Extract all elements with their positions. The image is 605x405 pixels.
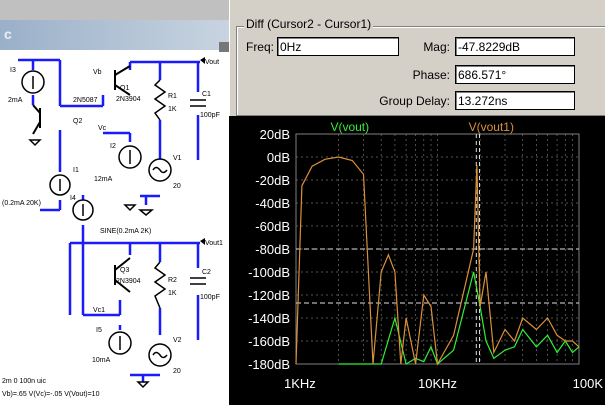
group-delay-label: Group Delay: — [379, 94, 450, 108]
label-sine: SINE(0.2mA 2K) — [100, 228, 151, 235]
label-vc: Vc — [98, 125, 107, 132]
label-q2-model: 2N5087 — [73, 97, 98, 104]
y-tick-label: -80dB — [255, 242, 290, 257]
wires — [18, 58, 200, 382]
series-line-vout1 — [295, 156, 580, 366]
y-tick-label: -160dB — [248, 334, 290, 349]
label-v2-value: 20 — [173, 368, 181, 375]
freq-field[interactable]: 0Hz — [277, 37, 399, 56]
y-tick-label: -40dB — [255, 196, 290, 211]
label-vc1: Vc1 — [93, 307, 105, 314]
label-c1-value: 100pF — [200, 112, 220, 119]
mag-field[interactable]: -47.8229dB — [455, 37, 575, 56]
series-line-vout — [338, 271, 580, 366]
label-v1-value: 20 — [173, 183, 181, 190]
label-i5-value: 10mA — [92, 357, 111, 364]
window-grip-icon[interactable] — [219, 42, 229, 52]
label-r2: R2 — [168, 277, 177, 284]
y-tick-label: -140dB — [248, 311, 290, 326]
y-tick-label: -20dB — [255, 173, 290, 188]
components — [21, 70, 206, 367]
directive-ic: Vb)=.65 V(Vc)=-.05 V(Vout)=10 — [2, 391, 100, 398]
waveform-plot[interactable]: 20dB 0dB -20dB -40dB -60dB -80dB -100dB -120dB -… — [229, 116, 605, 405]
label-q1: Q1 — [120, 85, 129, 92]
y-tick-label: 20dB — [260, 127, 290, 142]
transistors — [32, 65, 131, 293]
cursor-diff-panel: Diff (Cursor2 - Cursor1) Freq: 0Hz Mag: … — [229, 0, 605, 116]
label-i4: I4 — [70, 195, 76, 202]
group-delay-field[interactable]: 13.272ns — [455, 91, 575, 110]
phase-label: Phase: — [412, 68, 450, 82]
label-vout: Vout — [205, 59, 219, 66]
grounds — [28, 139, 155, 389]
label-r1: R1 — [168, 93, 177, 100]
label-c2: C2 — [202, 269, 211, 276]
x-tick-label: 10KHz — [418, 376, 457, 391]
schematic-canvas[interactable]: I3 2mA 2N5087 Q2 Vb Q1 2N3904 Vc Vout R1… — [0, 0, 229, 405]
y-tick-label: 0dB — [267, 150, 290, 165]
x-tick-label: 1KHz — [284, 376, 316, 391]
label-q3: Q3 — [120, 267, 129, 274]
x-tick-label: 100K — [573, 376, 604, 391]
phase-field[interactable]: 686.571° — [455, 65, 575, 84]
label-vb: Vb — [93, 69, 102, 76]
y-tick-label: -180dB — [248, 357, 290, 372]
label-vout1: Vout1 — [205, 240, 223, 247]
nets — [200, 57, 205, 245]
schematic-window[interactable]: c — [0, 0, 229, 405]
label-c1: C1 — [202, 91, 211, 98]
label-c2-value: 100pF — [200, 294, 220, 301]
label-r2-value: 1K — [168, 290, 177, 297]
mag-label: Mag: — [423, 40, 450, 54]
label-r1-value: 1K — [168, 106, 177, 113]
label-i3: I3 — [10, 67, 16, 74]
legend-entry[interactable]: V(vout1) — [469, 120, 514, 134]
label-i1: I1 — [73, 167, 79, 174]
diff-groupbox — [236, 26, 605, 116]
label-i5: I5 — [96, 327, 102, 334]
schematic-toolbar — [0, 0, 229, 20]
label-q3-model: 2N3904 — [116, 278, 141, 285]
label-v2: V2 — [173, 337, 182, 344]
label-i2: I2 — [110, 143, 116, 150]
diff-legend: Diff (Cursor2 - Cursor1) — [244, 17, 374, 31]
label-q1-model: 2N3904 — [116, 96, 141, 103]
resistor-r1[interactable] — [153, 79, 167, 121]
label-q2: Q2 — [73, 118, 82, 125]
y-tick-label: -60dB — [255, 219, 290, 234]
label-i1-value: (0.2mA 20K) — [2, 200, 41, 207]
y-tick-label: -100dB — [248, 265, 290, 280]
freq-label: Freq: — [245, 40, 274, 54]
plot-svg[interactable]: 20dB 0dB -20dB -40dB -60dB -80dB -100dB -120dB -… — [229, 116, 605, 405]
resistor-r2[interactable] — [153, 261, 167, 309]
label-i2-value: 12mA — [94, 176, 113, 183]
y-tick-label: -120dB — [248, 288, 290, 303]
directive-tran: 2m 0 100n uic — [2, 378, 46, 385]
label-i3-value: 2mA — [8, 97, 23, 104]
schematic-title: c — [4, 26, 12, 42]
label-v1: V1 — [173, 155, 182, 162]
schematic-titlebar[interactable]: c — [0, 20, 229, 50]
legend-entry[interactable]: V(vout) — [330, 120, 369, 134]
